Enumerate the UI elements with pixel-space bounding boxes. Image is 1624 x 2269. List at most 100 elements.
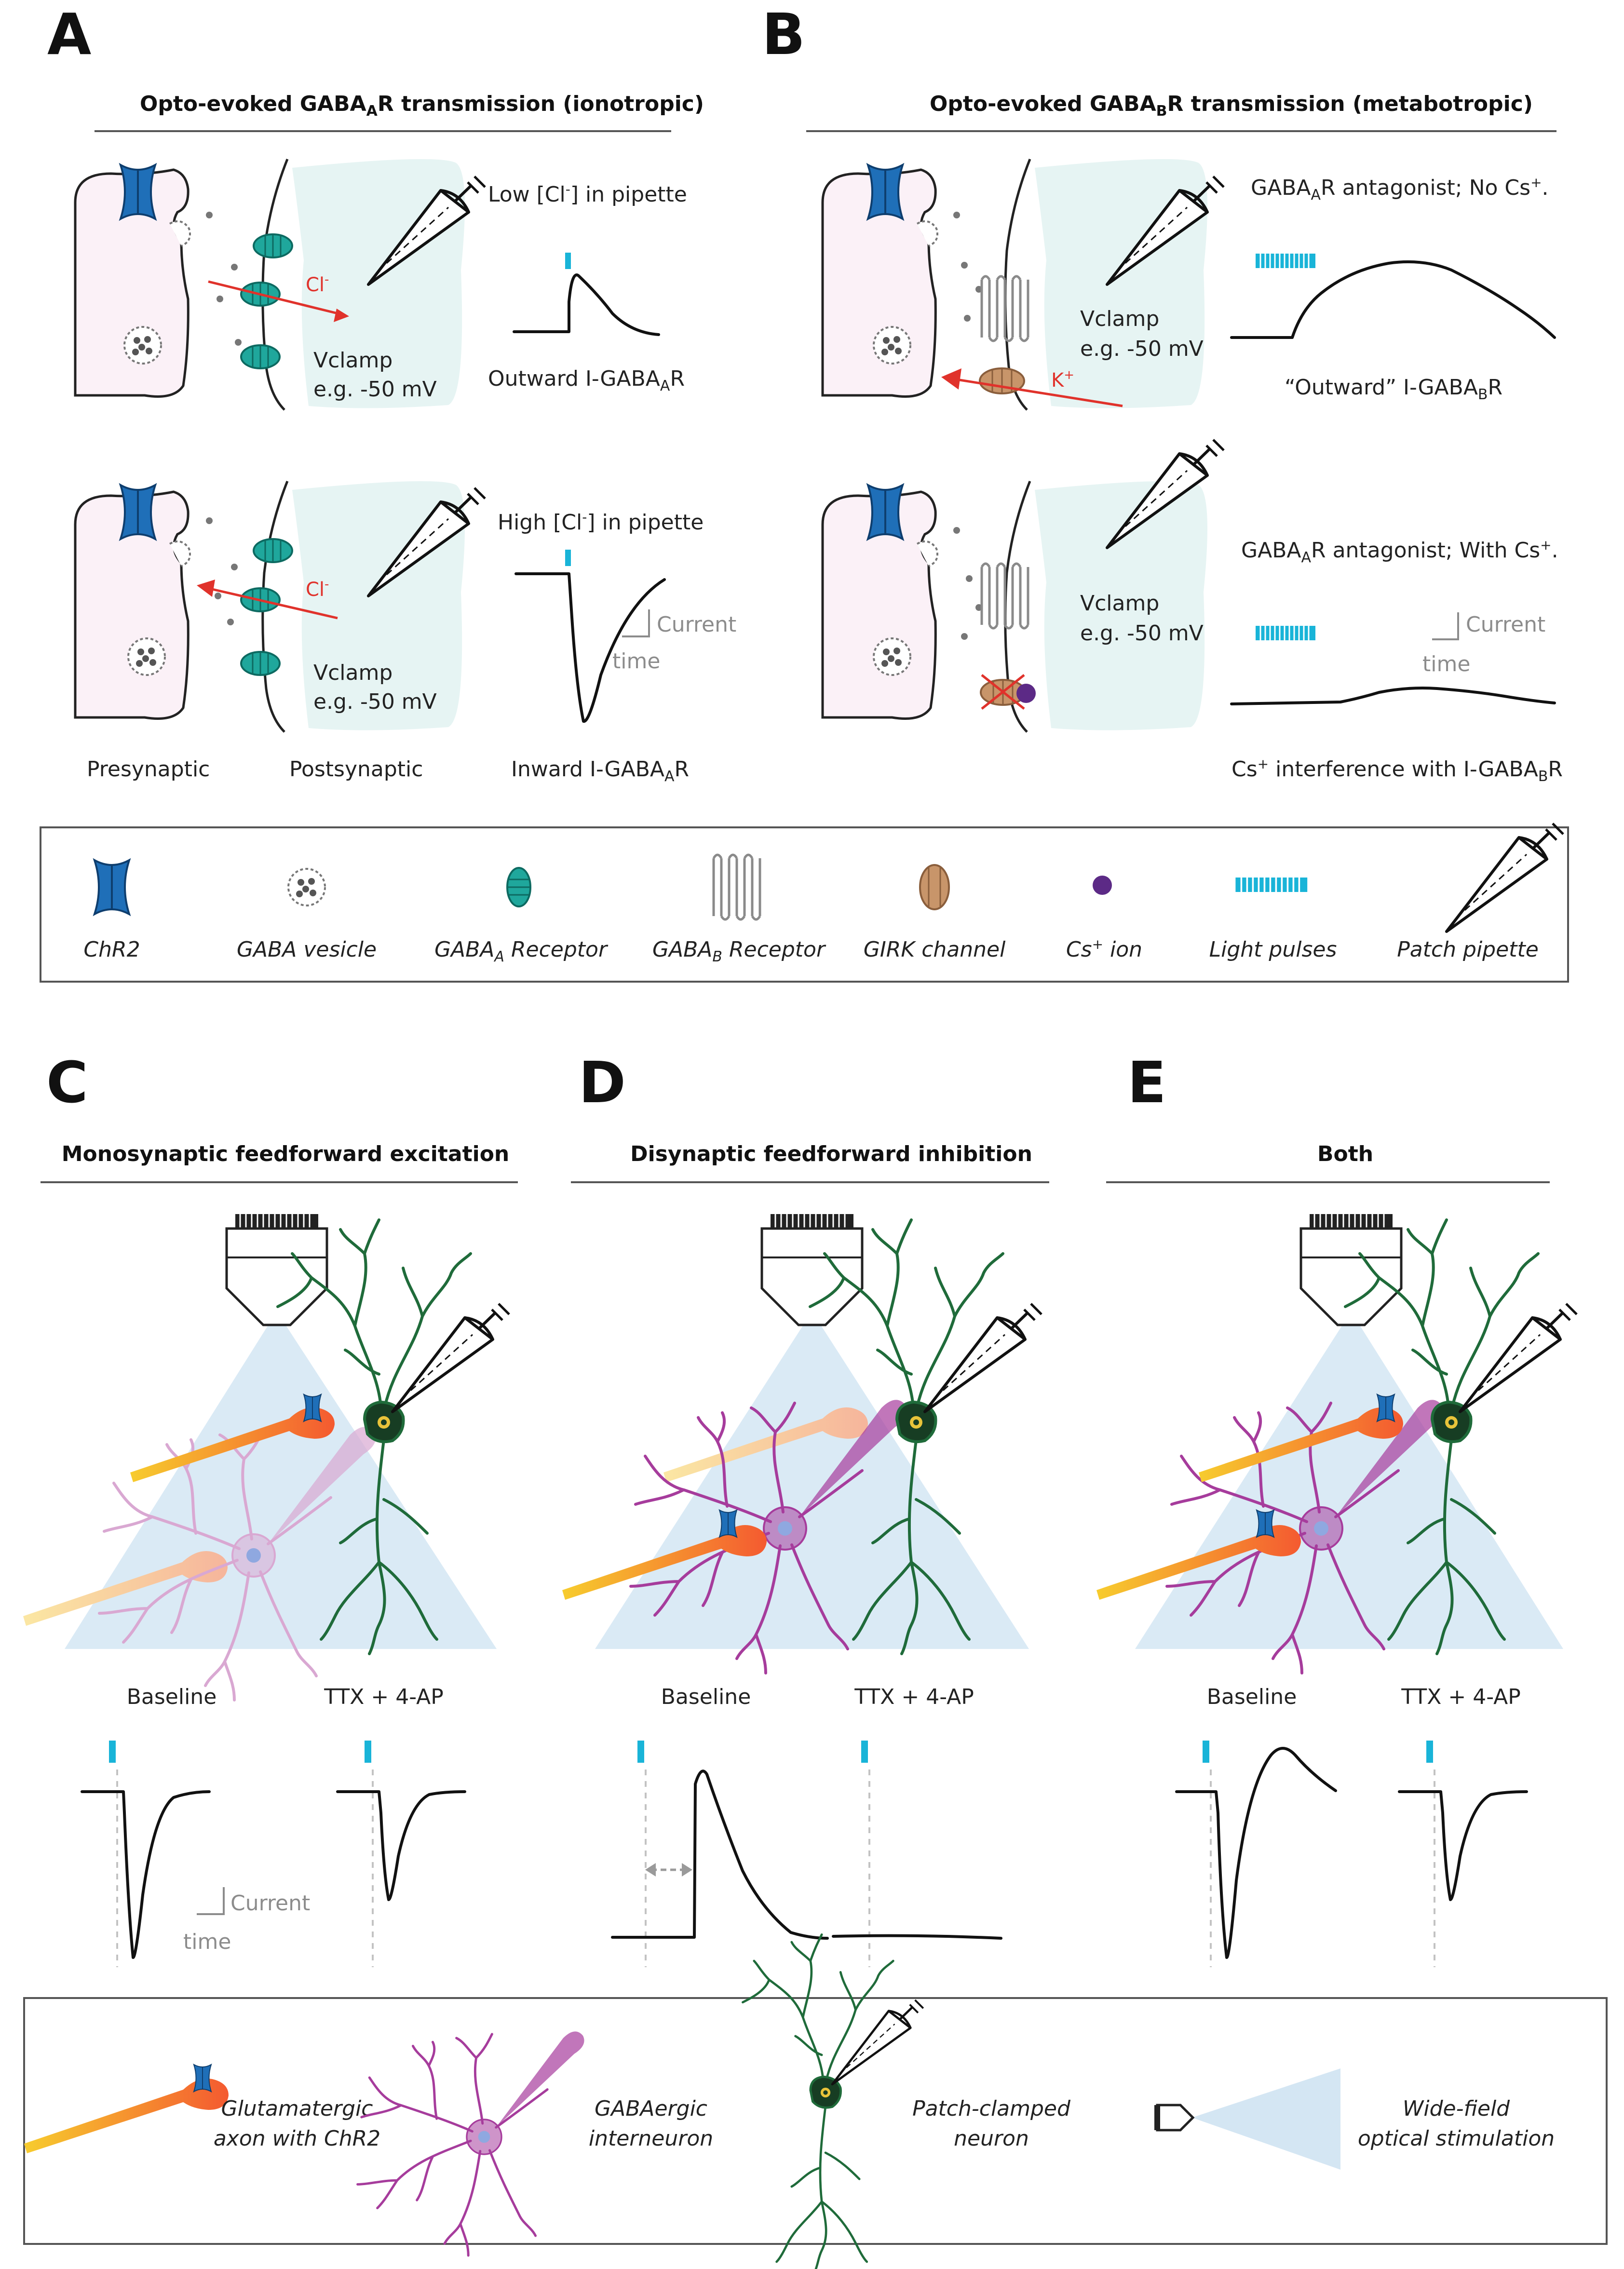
inward-current-trace [514,572,666,723]
gabaa-receptor [240,344,281,369]
baseline-label: Baseline [661,1685,751,1709]
baseline-trace [1175,1747,1337,1959]
gaba-molecule [235,339,242,346]
panel-e-letter: E [1127,1049,1166,1116]
chr2-channel [120,164,156,220]
legend-cs-icon [1093,876,1112,895]
panel-c: C Monosynaptic feedforward excitation Ba… [23,1049,518,1967]
legend-gabab-icon [714,855,760,919]
legend-vesicle-label: GABA vesicle [237,937,377,962]
legend-interneuron-label-2: interneuron [589,2126,713,2151]
light-cone [65,1311,497,1649]
gaba-molecule [953,212,960,218]
panel-a-bottom-synapse: Cl- Vclamp e.g. -50 mV [74,481,485,733]
potassium-arrowhead [941,368,961,390]
legend-bottom-frame [23,1997,1608,2245]
legend-bottom: Glutamatergic axon with ChR2 GABAergic i… [23,1934,1608,2269]
gabaa-receptor [253,538,293,563]
panel-a-top-synapse: Cl- Vclamp e.g. -50 mV [74,159,485,411]
voltage-label: e.g. -50 mV [1080,337,1204,361]
gaba-vesicle [873,326,911,365]
chr2-channel [867,164,904,220]
no-cs-condition-label: GABAAR antagonist; No Cs+. [1251,175,1549,203]
light-pulse [565,253,571,269]
light-pulse [1203,1741,1209,1763]
gabab-receptor [982,564,1028,628]
panel-b-bottom-synapse: Vclamp e.g. -50 mV [821,440,1224,733]
scale-current-label: Current [1466,612,1545,637]
patch-pipette [925,1304,1042,1412]
postsynaptic-label: Postsynaptic [289,757,423,782]
legend-light-label: Light pulses [1209,937,1337,962]
objective [227,1214,327,1325]
scale-current-label: Current [230,1891,310,1916]
drug-trace [832,1934,1002,1940]
vesicle-fusion [169,220,191,247]
panel-b: B Opto-evoked GABABR transmission (metab… [762,1,1563,785]
inward-gabaa-label: Inward I-GABAAR [511,757,689,785]
potassium-arrow [959,378,1123,407]
light-pulse [365,1741,371,1763]
gaba-molecule [966,575,973,582]
high-chloride-label: High [Cl-] in pipette [498,509,704,535]
outward-gabab-trace [1230,260,1556,339]
legend-cs-label: Cs+ ion [1066,936,1142,962]
panel-b-top-synapse: K+ Vclamp e.g. -50 mV [821,159,1224,411]
gaba-molecule [961,262,968,269]
scale-bar [622,609,650,637]
chr2-channel [1377,1394,1395,1422]
delay-arrowhead [645,1863,656,1877]
block-cross [981,674,1025,710]
chloride-arrowhead [334,309,349,322]
panel-a-letter: A [47,1,91,68]
gaba-molecule [231,564,238,570]
panel-a: A Opto-evoked GABAAR transmission (ionot… [47,1,736,785]
panel-d-title: Disynaptic feedforward inhibition [630,1142,1032,1166]
legend-wide-label-2: optical stimulation [1358,2126,1555,2151]
drug-label: TTX + 4-AP [854,1685,974,1709]
low-chloride-label: Low [Cl-] in pipette [488,181,687,207]
vesicle-fusion [916,540,938,567]
panel-d-letter: D [579,1049,626,1116]
vclamp-label: Vclamp [313,661,392,685]
vclamp-label: Vclamp [1080,591,1159,616]
gaba-molecule [227,619,234,625]
gaba-molecule [206,517,213,524]
voltage-label: e.g. -50 mV [313,689,437,714]
scale-current-label: Current [657,612,736,637]
chloride-arrowhead [197,580,215,597]
gaba-vesicle [127,637,166,676]
legend-pipette-label: Patch pipette [1397,937,1539,962]
drug-trace [336,1790,466,1901]
chr2-channel [867,484,904,540]
with-cs-condition-label: GABAAR antagonist; With Cs+. [1241,537,1558,566]
gaba-molecule [964,315,971,322]
objective [762,1214,862,1325]
gaba-molecule [217,296,223,302]
vesicle-fusion [916,220,938,247]
panel-e-title: Both [1317,1142,1373,1166]
gabaa-receptor [253,233,293,258]
vclamp-label: Vclamp [313,348,392,373]
chr2-channel [1256,1510,1274,1538]
panel-b-title: Opto-evoked GABABR transmission (metabot… [930,92,1533,120]
legend-chr2-icon [94,859,130,915]
legend-cone-icon [1192,2068,1340,2170]
legend-axon-label-2: axon with ChR2 [214,2126,380,2151]
panel-d: D Disynaptic feedforward inhibition Base… [562,1049,1049,1967]
gaba-molecule [206,212,213,218]
legend-patch-label-2: neuron [954,2126,1029,2151]
legend-top: ChR2 GABA vesicle GABAA Receptor GABAB R… [40,824,1569,983]
baseline-trace [81,1790,211,1959]
light-pulse-train [1255,253,1316,269]
postsynaptic-cell-bottom [1035,481,1207,730]
baseline-trace [611,1769,829,1940]
gaba-molecule [953,527,960,534]
chloride-label: Cl- [306,577,329,601]
panel-c-title: Monosynaptic feedforward excitation [62,1142,510,1166]
scale-time-label: time [612,649,660,674]
legend-objective-cap [1154,2105,1160,2130]
light-cone [1135,1311,1563,1649]
light-pulse-train [1255,625,1316,641]
